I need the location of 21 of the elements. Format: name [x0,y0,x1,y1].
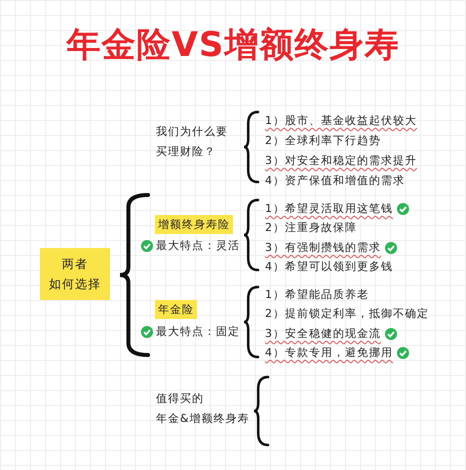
title: 年金险VS增额终身寿 [64,24,400,67]
list-text: 最大特点：固定 [156,324,240,340]
highlighted-heading: 年金险 [155,300,197,319]
highlighted-heading: 增额终身寿险 [155,215,233,234]
list-text: 3）对安全和稳定的需求提升 [265,153,417,169]
list-text: 3）安全稳健的现金流 [265,326,381,342]
list-text: 2）全球利率下行趋势 [265,133,381,149]
list-text: 3）有强制攒钱的需求 [265,240,381,256]
list-text: 最大特点：灵活 [156,238,240,254]
list-text: 年金&增额终身寿 [156,411,250,427]
list-text: 1）希望能品质养老 [265,287,369,303]
list-text: 值得买的 [156,391,204,407]
list-text: 1）股市、基金收益起伏较大 [265,113,417,129]
list-text: 4）希望可以领到更多钱 [265,259,393,275]
list-text: 4）资产保值和增值的需求 [265,173,405,189]
list-text: 4）专款专用，避免挪用 [265,345,393,361]
list-text: 1）希望灵活取用这笔钱 [265,201,393,217]
list-text: 2）提前锁定利率，抵御不确定 [265,306,429,322]
sticky-note: 两者 如何选择 [40,248,110,300]
list-text: 2）注重身故保障 [265,220,357,236]
list-text: 我们为什么要买理财险？ [156,124,229,160]
